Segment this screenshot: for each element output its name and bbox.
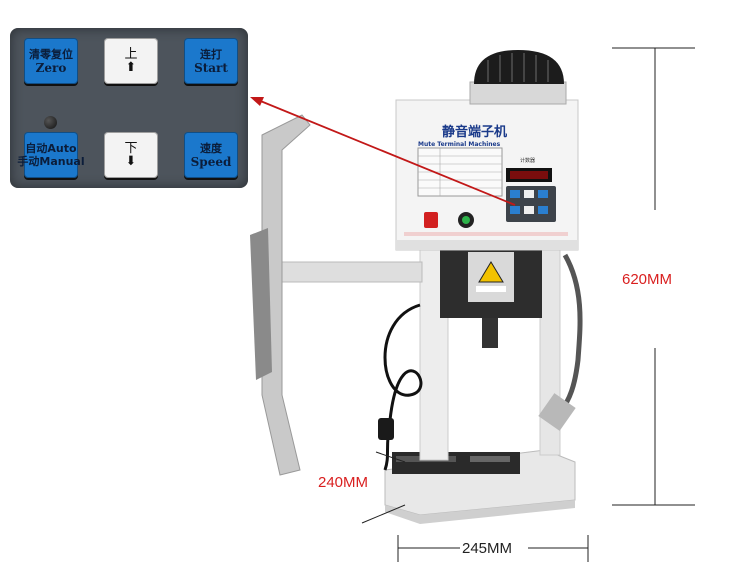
motor-cap (474, 50, 564, 84)
zero-button-en: Zero (35, 60, 67, 75)
down-arrow-icon: ⬇ (125, 153, 137, 169)
power-switch (424, 212, 438, 228)
zero-button-cn: 清零复位 (29, 47, 73, 61)
die-block (392, 452, 520, 474)
machine-title-cn: 静音端子机 (442, 124, 507, 140)
up-arrow-icon: ⬆ (125, 59, 137, 75)
speed-button-cn: 速度 (200, 141, 222, 155)
control-panel-inset: 清零复位 Zero 上 ⬆ 连打 Start 自动Auto 手动Manual 下… (10, 28, 248, 188)
speed-button-en: Speed (190, 154, 232, 169)
width-dimension: 245MM (462, 540, 513, 557)
auto-label: 自动Auto (25, 142, 77, 155)
auto-manual-button[interactable]: 自动Auto 手动Manual (17, 132, 85, 178)
start-button[interactable]: 连打 Start (184, 38, 238, 84)
speed-button[interactable]: 速度 Speed (184, 132, 238, 178)
zero-button[interactable]: 清零复位 Zero (24, 38, 78, 84)
up-button-cn: 上 (124, 46, 138, 62)
depth-dimension: 240MM (318, 474, 369, 491)
down-button[interactable]: 下 ⬇ (104, 132, 158, 178)
start-button-en: Start (194, 60, 228, 75)
gooseneck-lamp (558, 253, 583, 414)
start-button-cn: 连打 (200, 47, 222, 61)
status-led (44, 116, 57, 129)
pointer-arrow (257, 99, 516, 206)
height-dimension: 620MM (622, 271, 673, 288)
down-button-cn: 下 (124, 140, 138, 156)
manual-label: 手动Manual (17, 155, 85, 168)
counter-label: 计数器 (520, 157, 535, 164)
machine-title-en: Mute Terminal Machines (418, 141, 501, 148)
up-button[interactable]: 上 ⬆ (104, 38, 158, 84)
power-cord (383, 303, 423, 471)
feeding-arm (261, 261, 423, 283)
